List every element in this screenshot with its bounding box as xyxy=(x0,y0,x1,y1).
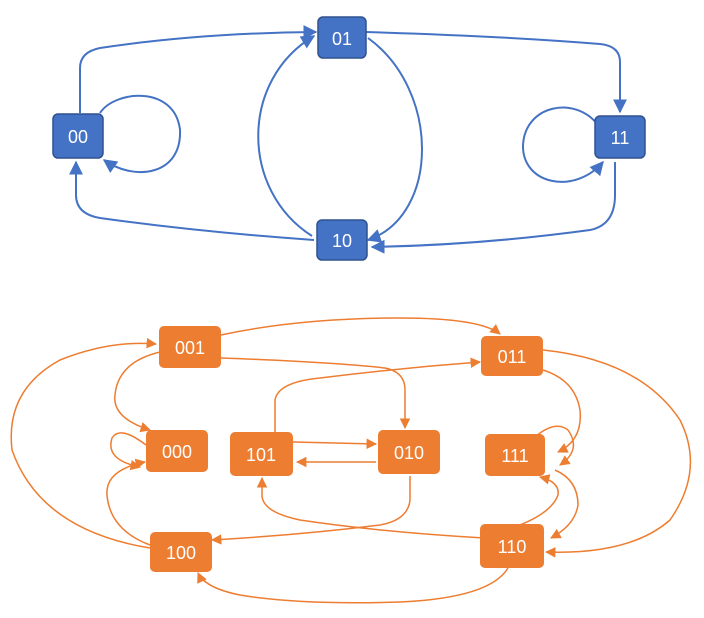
node-01-label: 01 xyxy=(332,29,352,49)
node-011[interactable]: 011 xyxy=(481,336,543,376)
edge-100-001 xyxy=(10,337,158,549)
edge-11-self xyxy=(521,106,604,183)
edge-110-111 xyxy=(519,474,559,526)
node-000[interactable]: 000 xyxy=(146,430,208,472)
node-110-label: 110 xyxy=(498,537,527,557)
node-100[interactable]: 100 xyxy=(150,532,212,572)
node-000-label: 000 xyxy=(162,442,192,462)
node-01[interactable]: 01 xyxy=(317,16,367,59)
bottom-nodes: 001 011 000 101 010 111 100 110 xyxy=(146,326,545,572)
node-010[interactable]: 010 xyxy=(378,430,440,474)
node-11-label: 11 xyxy=(611,128,630,148)
edge-001-010 xyxy=(220,357,411,430)
edge-001-000 xyxy=(114,351,161,433)
node-001-label: 001 xyxy=(175,338,205,358)
edge-111-self xyxy=(534,425,575,466)
edge-100-000 xyxy=(106,458,151,546)
edge-011-111 xyxy=(542,369,582,453)
node-111-label: 111 xyxy=(501,446,528,466)
edge-101-010 xyxy=(292,438,378,450)
edge-10-01 xyxy=(257,35,316,237)
edge-01-11 xyxy=(365,31,627,114)
edge-001-011 xyxy=(220,317,501,336)
top-graph xyxy=(69,25,627,254)
node-100-label: 100 xyxy=(166,543,196,563)
edge-00-self xyxy=(99,94,182,173)
edge-11-10 xyxy=(370,162,616,254)
node-111[interactable]: 111 xyxy=(485,434,545,476)
node-010-label: 010 xyxy=(394,443,424,463)
edge-110-101 xyxy=(256,476,485,539)
node-10-label: 10 xyxy=(332,231,352,251)
node-11[interactable]: 11 xyxy=(594,115,646,159)
edge-011-110 xyxy=(542,349,692,558)
top-nodes: 00 01 11 10 xyxy=(52,16,646,261)
edge-01-10 xyxy=(366,37,423,243)
edge-00-01 xyxy=(79,25,318,113)
edge-101-011 xyxy=(274,357,482,432)
node-00[interactable]: 00 xyxy=(52,113,104,159)
edge-110-100 xyxy=(197,567,509,604)
edge-000-self xyxy=(110,432,147,471)
node-001[interactable]: 001 xyxy=(159,326,221,368)
bottom-graph xyxy=(10,317,692,604)
node-110[interactable]: 110 xyxy=(480,524,544,568)
node-101-label: 101 xyxy=(246,445,276,465)
node-011-label: 011 xyxy=(498,347,527,367)
node-10[interactable]: 10 xyxy=(316,219,368,261)
node-00-label: 00 xyxy=(68,127,88,147)
edge-010-100 xyxy=(210,476,411,545)
edge-10-00 xyxy=(69,160,315,241)
edge-111-110 xyxy=(550,469,579,539)
node-101[interactable]: 101 xyxy=(230,432,293,476)
